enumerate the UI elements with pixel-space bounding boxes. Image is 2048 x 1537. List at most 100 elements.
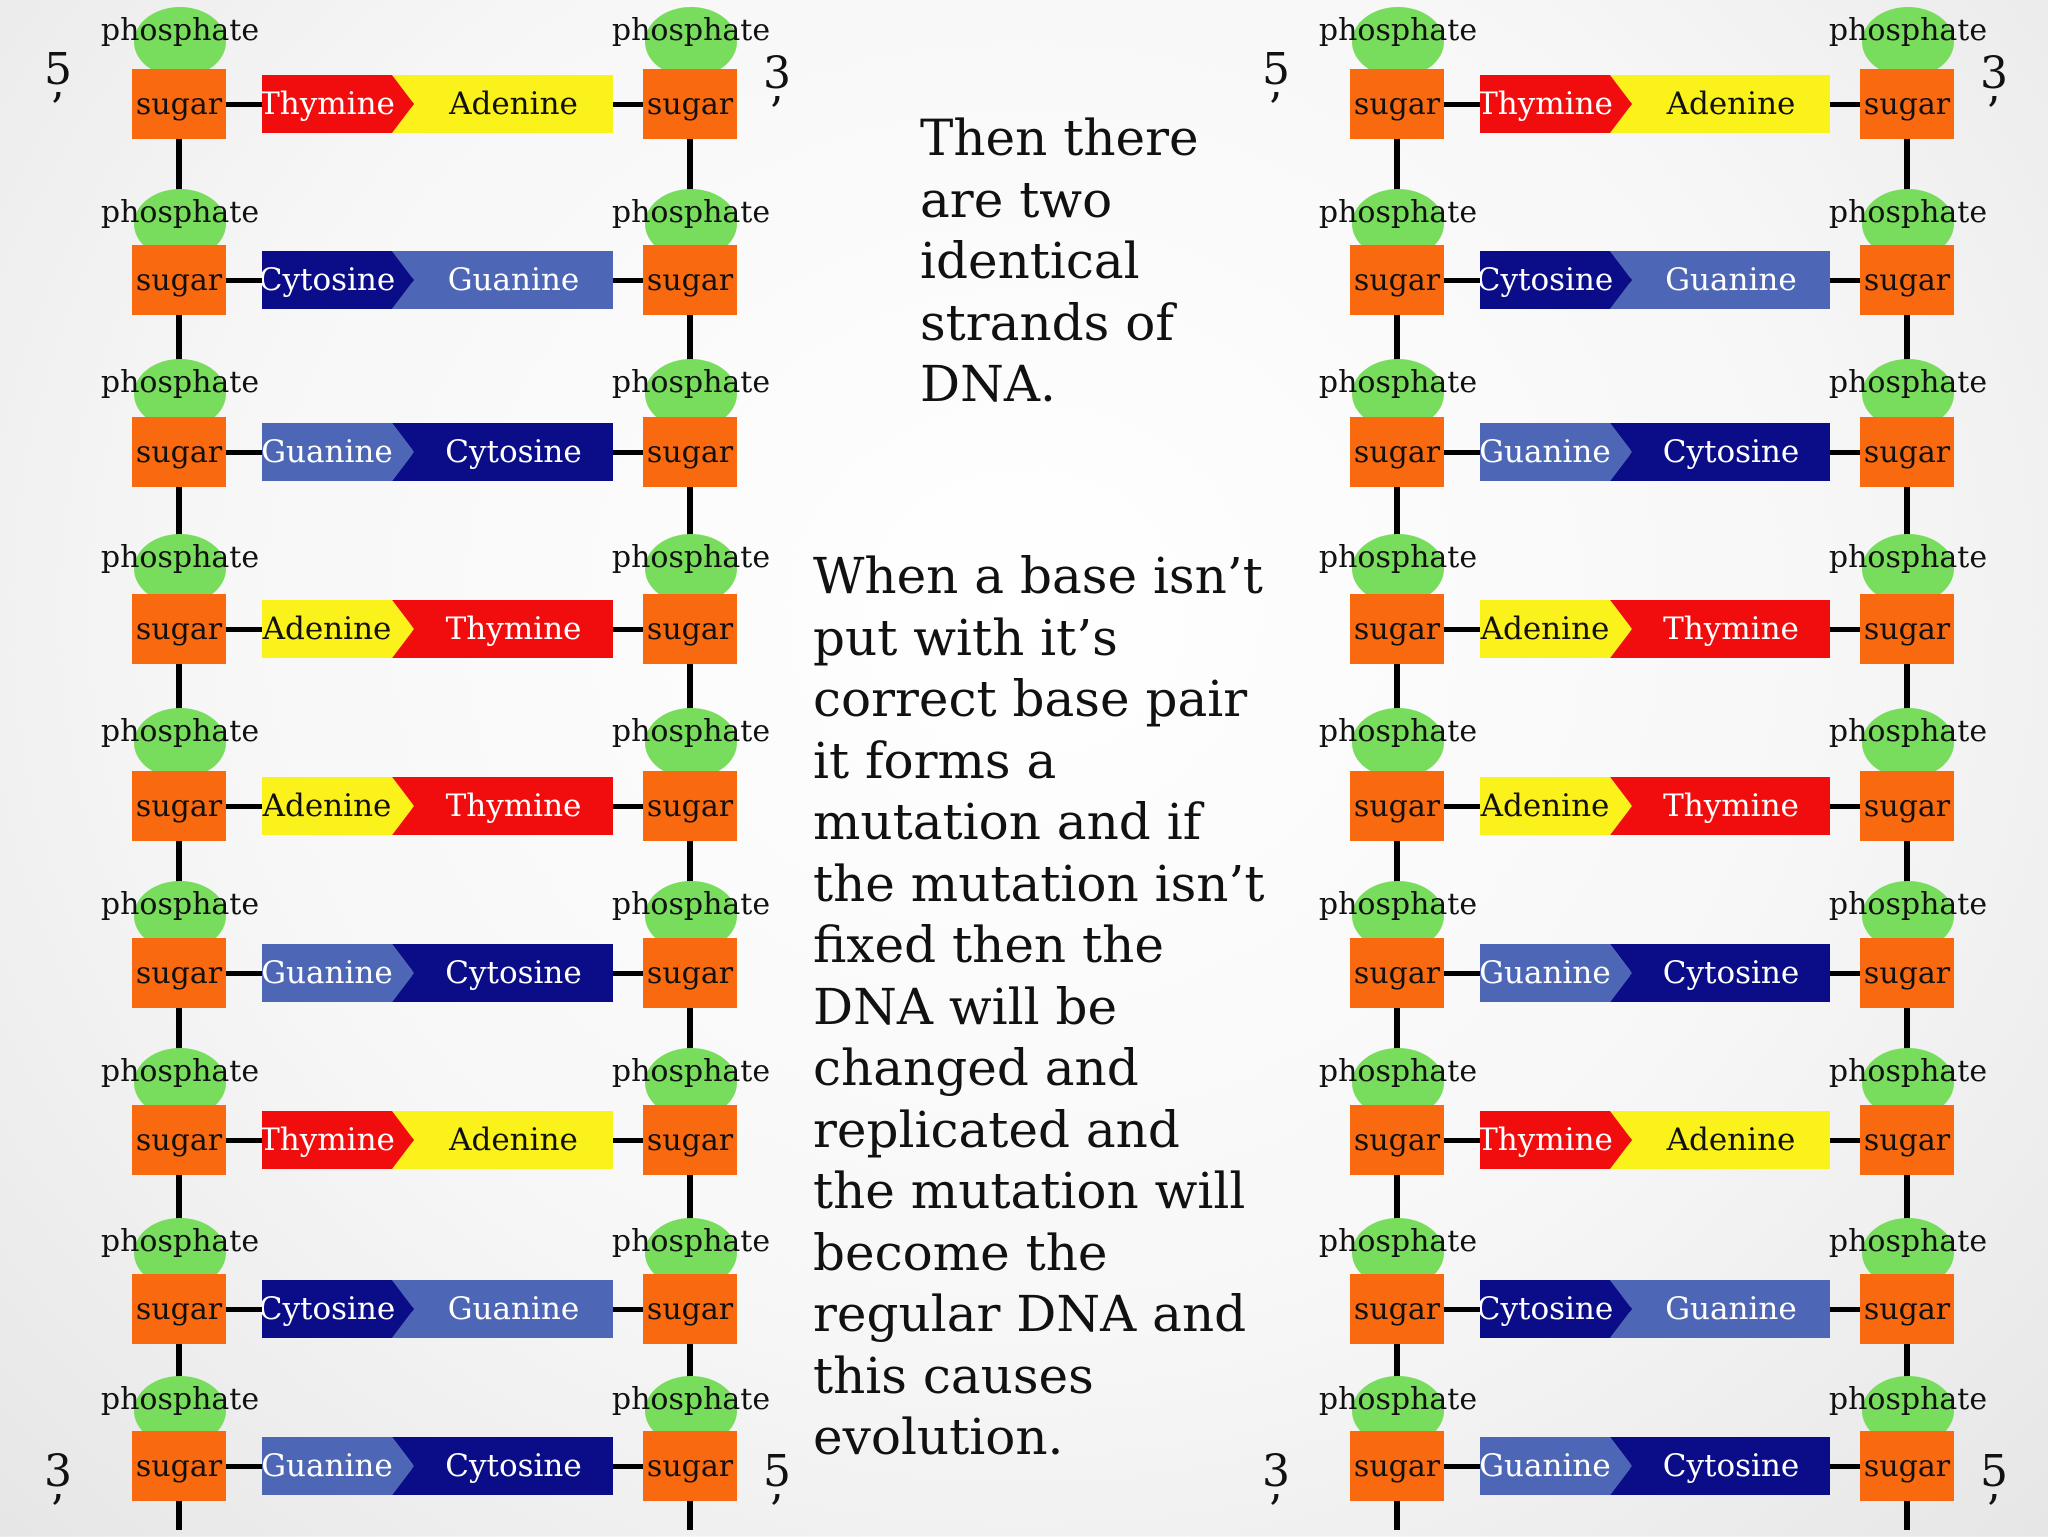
base-thymine: Thymine	[262, 1111, 414, 1169]
sugar-node: sugar	[132, 594, 226, 664]
phosphate-node: phosphate	[612, 1376, 770, 1446]
sugar-node: sugar	[643, 245, 737, 315]
three-prime-bottom-label: 3	[1262, 1446, 1290, 1497]
sugar-node: sugar	[1350, 771, 1444, 841]
five-prime-top-label: 5	[44, 44, 72, 95]
base-adenine: Adenine	[392, 1111, 613, 1169]
sugar-node: sugar	[1860, 1431, 1954, 1501]
phosphate-node: phosphate	[101, 359, 259, 429]
base-cytosine: Cytosine	[262, 251, 414, 309]
sugar-node: sugar	[643, 1105, 737, 1175]
phosphate-node: phosphate	[612, 534, 770, 604]
sugar-node: sugar	[132, 1431, 226, 1501]
base-guanine: Guanine	[1480, 1437, 1632, 1495]
prime-mark: ’	[769, 1486, 783, 1537]
sugar-node: sugar	[643, 69, 737, 139]
phosphate-node: phosphate	[1319, 881, 1477, 951]
sugar-node: sugar	[1350, 1274, 1444, 1344]
base-adenine: Adenine	[1480, 600, 1632, 658]
base-cytosine: Cytosine	[1610, 1437, 1830, 1495]
phosphate-node: phosphate	[1829, 708, 1987, 778]
base-cytosine: Cytosine	[1480, 1280, 1632, 1338]
base-guanine: Guanine	[1480, 944, 1632, 1002]
sugar-node: sugar	[1860, 245, 1954, 315]
sugar-node: sugar	[1860, 69, 1954, 139]
base-adenine: Adenine	[262, 777, 414, 835]
prime-mark: ’	[1268, 84, 1282, 135]
base-cytosine: Cytosine	[392, 423, 613, 481]
base-thymine: Thymine	[392, 600, 613, 658]
base-guanine: Guanine	[262, 1437, 414, 1495]
prime-mark: ’	[50, 1486, 64, 1537]
sugar-node: sugar	[1860, 938, 1954, 1008]
sugar-node: sugar	[132, 1274, 226, 1344]
base-cytosine: Cytosine	[1610, 944, 1830, 1002]
prime-mark: ’	[1986, 88, 2000, 139]
sugar-node: sugar	[1350, 417, 1444, 487]
prime-mark: ’	[1986, 1486, 2000, 1537]
phosphate-node: phosphate	[1319, 534, 1477, 604]
base-guanine: Guanine	[1610, 1280, 1830, 1338]
top-caption: Then there are two identical strands of …	[920, 109, 1199, 413]
mutation-explanation: When a base isn’t put with it’s correct …	[813, 547, 1265, 1466]
phosphate-node: phosphate	[101, 7, 259, 77]
sugar-node: sugar	[1860, 594, 1954, 664]
sugar-node: sugar	[1350, 245, 1444, 315]
sugar-node: sugar	[1860, 417, 1954, 487]
five-prime-top-label: 5	[1262, 44, 1290, 95]
base-guanine: Guanine	[262, 423, 414, 481]
phosphate-node: phosphate	[1319, 7, 1477, 77]
sugar-node: sugar	[1860, 771, 1954, 841]
base-adenine: Adenine	[1610, 75, 1830, 133]
phosphate-node: phosphate	[1319, 1048, 1477, 1118]
sugar-node: sugar	[132, 1105, 226, 1175]
five-prime-bottom-label: 5	[1980, 1446, 2008, 1497]
base-cytosine: Cytosine	[392, 1437, 613, 1495]
sugar-node: sugar	[1350, 1105, 1444, 1175]
base-adenine: Adenine	[392, 75, 613, 133]
base-guanine: Guanine	[1480, 423, 1632, 481]
base-thymine: Thymine	[1480, 75, 1632, 133]
base-thymine: Thymine	[1610, 777, 1830, 835]
sugar-node: sugar	[1350, 594, 1444, 664]
three-prime-top-label: 3	[763, 48, 791, 99]
base-guanine: Guanine	[392, 1280, 613, 1338]
phosphate-node: phosphate	[612, 708, 770, 778]
base-guanine: Guanine	[392, 251, 613, 309]
phosphate-node: phosphate	[101, 534, 259, 604]
prime-mark: ’	[1268, 1486, 1282, 1537]
phosphate-node: phosphate	[1319, 708, 1477, 778]
base-guanine: Guanine	[262, 944, 414, 1002]
phosphate-node: phosphate	[1829, 189, 1987, 259]
base-thymine: Thymine	[392, 777, 613, 835]
sugar-node: sugar	[643, 417, 737, 487]
base-cytosine: Cytosine	[262, 1280, 414, 1338]
sugar-node: sugar	[1350, 1431, 1444, 1501]
base-thymine: Thymine	[1610, 600, 1830, 658]
base-cytosine: Cytosine	[1480, 251, 1632, 309]
sugar-node: sugar	[132, 417, 226, 487]
base-thymine: Thymine	[262, 75, 414, 133]
three-prime-top-label: 3	[1980, 48, 2008, 99]
base-adenine: Adenine	[1480, 777, 1632, 835]
sugar-node: sugar	[643, 938, 737, 1008]
sugar-node: sugar	[643, 771, 737, 841]
sugar-node: sugar	[643, 1274, 737, 1344]
sugar-node: sugar	[132, 245, 226, 315]
sugar-node: sugar	[1860, 1274, 1954, 1344]
sugar-node: sugar	[1350, 938, 1444, 1008]
sugar-node: sugar	[132, 69, 226, 139]
sugar-node: sugar	[643, 594, 737, 664]
base-guanine: Guanine	[1610, 251, 1830, 309]
sugar-node: sugar	[132, 938, 226, 1008]
sugar-node: sugar	[1350, 69, 1444, 139]
base-cytosine: Cytosine	[1610, 423, 1830, 481]
base-thymine: Thymine	[1480, 1111, 1632, 1169]
phosphate-node: phosphate	[612, 7, 770, 77]
base-cytosine: Cytosine	[392, 944, 613, 1002]
phosphate-node: phosphate	[1829, 534, 1987, 604]
phosphate-node: phosphate	[1829, 7, 1987, 77]
prime-mark: ’	[50, 84, 64, 135]
sugar-node: sugar	[132, 771, 226, 841]
